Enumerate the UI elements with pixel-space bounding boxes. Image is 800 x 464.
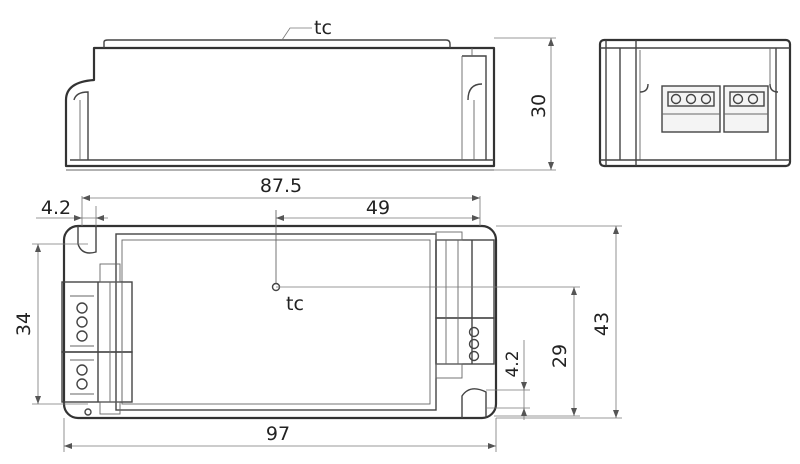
tc-label-center: tc (286, 293, 304, 315)
dim-offset-4-2-top: 4.2 (41, 197, 71, 219)
side-view (598, 38, 792, 168)
terminal-block-left (661, 85, 721, 133)
dim-height-30: 30 (528, 94, 550, 118)
dim-offset-tc-49: 49 (366, 197, 390, 219)
dim-width-43: 43 (591, 312, 613, 336)
dim-width-34: 34 (13, 312, 35, 336)
dim-length-87-5: 87.5 (260, 175, 302, 197)
plan-view: tc (61, 210, 498, 420)
dim-mount-29: 29 (549, 344, 571, 368)
tc-label-top: tc (314, 17, 332, 39)
dim-offset-4-2-right: 4.2 (503, 350, 523, 377)
dim-length-97: 97 (266, 423, 290, 445)
dimension-lines: 87.5 4.2 49 34 43 29 (13, 175, 622, 452)
left-terminal-section (61, 263, 133, 415)
front-elevation-view: tc 30 (64, 17, 556, 171)
right-terminal-section (435, 231, 495, 379)
terminal-block-right (723, 85, 769, 133)
